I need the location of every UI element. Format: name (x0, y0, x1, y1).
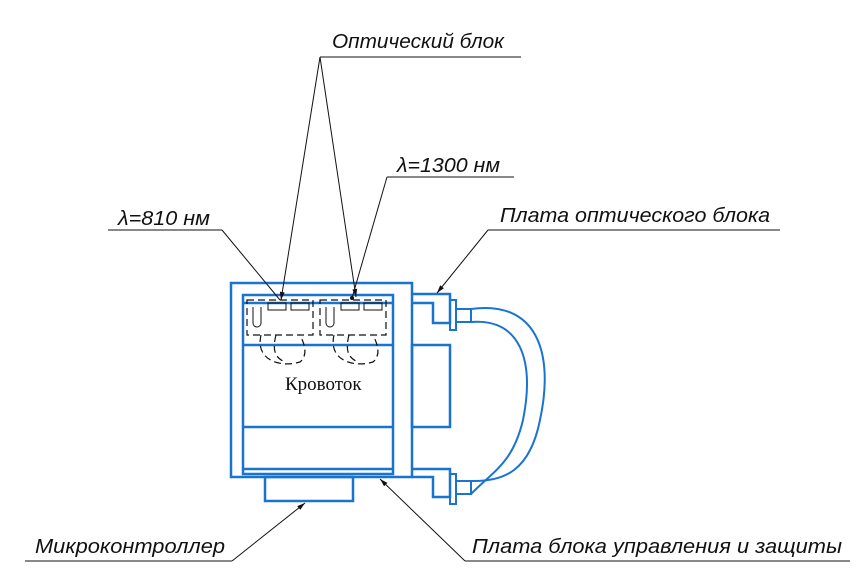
leader-control-board (379, 478, 850, 562)
cable (449, 299, 546, 505)
microcontroller-label: Микроконтроллер (35, 536, 225, 558)
blood-flow-label: Кровоток (285, 374, 362, 395)
leader-810 (108, 229, 281, 301)
leader-microcontroller (25, 502, 306, 562)
lambda-1300-label: λ=1300 нм (396, 155, 500, 177)
sensor-810 (246, 299, 314, 365)
optical-board (410, 292, 452, 499)
microcontroller-box (263, 475, 355, 503)
leader-optical-block (279, 56, 521, 301)
leader-1300 (350, 176, 514, 300)
control-board-label: Плата блока управления и защиты (472, 536, 842, 558)
leader-optical-board (436, 229, 780, 294)
optical-block-label: Оптический блок (332, 31, 506, 53)
optical-board-label: Плата оптического блока (500, 205, 770, 227)
lambda-810-label: λ=810 нм (117, 208, 210, 230)
sensor-1300 (319, 299, 387, 365)
